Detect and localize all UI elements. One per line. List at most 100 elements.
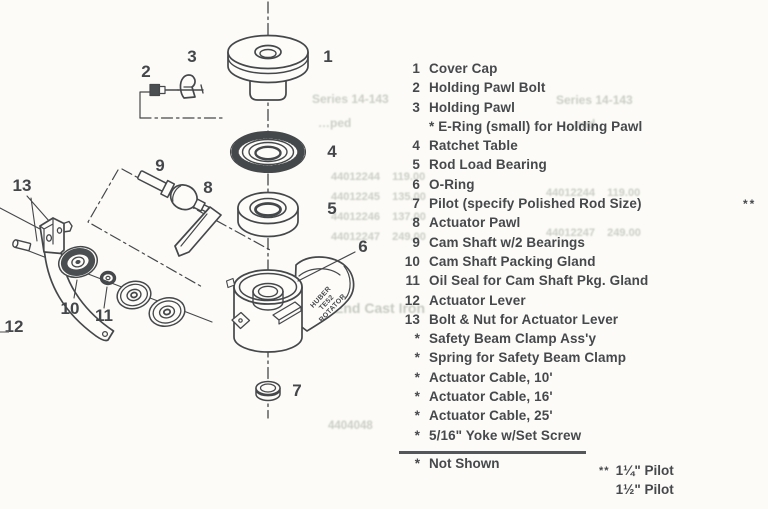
ghost-text: 4404048 (328, 420, 373, 432)
footnote: * Not Shown (398, 456, 500, 475)
parts-list: 1 Cover Cap 2 Holding Pawl Bolt 3 Holding P… (398, 61, 648, 447)
part-name: 5/16" Yoke w/Set Screw (429, 427, 582, 443)
part-name: Rod Load Bearing (429, 157, 547, 173)
parts-list-row: * Actuator Cable, 16' (398, 389, 648, 408)
cover-cap-drawing (227, 34, 309, 101)
part-label-13: 13 (12, 176, 32, 195)
part-name: Oil Seal for Cam Shaft Pkg. Gland (429, 273, 649, 289)
part-number: 10 (404, 253, 420, 269)
part-name: Actuator Cable, 16' (429, 389, 553, 405)
part-name: Holding Pawl Bolt (429, 80, 546, 96)
pilot-drawing (255, 380, 281, 402)
parts-list-row: 2 Holding Pawl Bolt (398, 80, 648, 99)
parts-list-row: 12 Actuator Lever (398, 293, 648, 312)
ratchet-table-drawing (229, 130, 307, 174)
part-name: Actuator Cable, 10' (429, 369, 553, 385)
exploded-parts-diagram: HUBER TE52 ROTATOR (0, 1, 356, 419)
parts-list-row: 6 O-Ring (398, 177, 648, 196)
pilot-note-marker: ** (599, 465, 610, 477)
part-number: 11 (405, 273, 420, 289)
part-label-10: 10 (60, 299, 80, 318)
part-name: Cam Shaft Packing Gland (429, 253, 596, 269)
rod-load-bearing-drawing (237, 191, 299, 238)
gland-leader-line (73, 279, 78, 299)
part-name: Actuator Cable, 25' (429, 408, 553, 424)
holding-pawl-drawing (177, 74, 204, 99)
lever-edge-line (0, 207, 41, 230)
actuator-lever-drawing (39, 217, 115, 342)
pawl-bolt-bracket-line (139, 91, 153, 119)
part-name: Pilot (specify Polished Rod Size) (429, 196, 642, 212)
parts-list-row: 10 Cam Shaft Packing Gland (398, 254, 648, 273)
scan-edge-artifact (0, 331, 9, 333)
parts-list-row: * 5/16" Yoke w/Set Screw (398, 428, 648, 447)
part-number: 8 (412, 215, 420, 231)
part-number: 4 (412, 138, 420, 154)
part-name: O-Ring (429, 176, 475, 192)
ghost-text: Series 14-143 (556, 93, 633, 107)
part-name: * E-Ring (small) for Holding Pawl (429, 118, 643, 134)
pilot-note-line: 1½" Pilot (615, 481, 674, 497)
footnote-divider (399, 451, 586, 454)
parts-list-row: 13 Bolt & Nut for Actuator Lever (398, 312, 648, 331)
parts-list-row: 1 Cover Cap (398, 61, 648, 80)
part-number: * (414, 427, 420, 443)
actuator-pawl-drawing (174, 206, 222, 257)
part-name: Actuator Pawl (429, 215, 521, 231)
part-number: * (414, 369, 420, 385)
double-asterisk-marker: ** (743, 197, 757, 211)
parts-list-row: 5 Rod Load Bearing (398, 157, 648, 176)
part-label-5: 5 (327, 199, 337, 218)
part-number: * (414, 350, 420, 366)
part-name: Cover Cap (429, 61, 498, 76)
ghost-text: 44012244 119.00 (546, 187, 641, 199)
part-label-4: 4 (327, 142, 337, 161)
ghost-text: 44012247 249.00 (546, 227, 641, 239)
part-label-9: 9 (155, 156, 165, 175)
construction-line (87, 169, 205, 289)
ghost-text: 44012245 135.00 (331, 191, 426, 203)
part-name: Ratchet Table (429, 138, 518, 154)
ghost-text: 44012244 119.00 (331, 171, 426, 183)
ghost-text: …ped (562, 117, 596, 131)
footnote-text: Not Shown (429, 456, 500, 471)
part-number: 12 (404, 292, 420, 308)
cam-bearing-drawing (116, 280, 152, 310)
part-name: Cam Shaft w/2 Bearings (429, 234, 585, 250)
part-number: 2 (412, 80, 420, 96)
parts-list-row: 4 Ratchet Table (398, 138, 648, 157)
pilot-note: ** 1¼" Pilot 1½" Pilot (599, 462, 674, 499)
part-name: Bolt & Nut for Actuator Lever (429, 311, 619, 327)
part-name: Spring for Safety Beam Clamp (429, 350, 627, 366)
part-number: 3 (412, 99, 420, 115)
part-label-12: 12 (4, 317, 24, 336)
ghost-text: 44012246 137.00 (331, 211, 426, 223)
part-number: 5 (412, 157, 420, 173)
parts-list-row: 8 Actuator Pawl (398, 215, 648, 234)
seal-leader-line (103, 286, 108, 309)
ghost-text: 44012247 249.00 (331, 231, 426, 243)
part-name: Actuator Lever (429, 292, 526, 308)
packing-gland-drawing (57, 245, 99, 279)
part-label-6: 6 (358, 237, 368, 256)
part-label-11: 11 (95, 306, 113, 325)
part-label-7: 7 (292, 381, 302, 400)
rotator-body-drawing: HUBER TE52 ROTATOR (225, 256, 355, 353)
parts-list-row: 11 Oil Seal for Cam Shaft Pkg. Gland (398, 273, 649, 292)
footnote-marker: * (414, 456, 420, 471)
part-number: * (414, 389, 420, 405)
bolt-nut-drawing (12, 195, 73, 252)
part-number: * (414, 331, 420, 347)
parts-list-row: * Actuator Cable, 10' (398, 370, 648, 389)
part-number: 9 (412, 234, 420, 250)
part-name: Safety Beam Clamp Ass'y (429, 331, 597, 347)
ghost-text: …ped (318, 116, 352, 130)
part-number: 1 (412, 61, 420, 76)
part-number: 6 (412, 176, 420, 192)
part-number: 13 (404, 311, 420, 327)
parts-list-row: * E-Ring (small) for Holding Pawl (398, 119, 648, 138)
holding-pawl-bolt-drawing (149, 83, 179, 97)
part-label-8: 8 (203, 178, 213, 197)
